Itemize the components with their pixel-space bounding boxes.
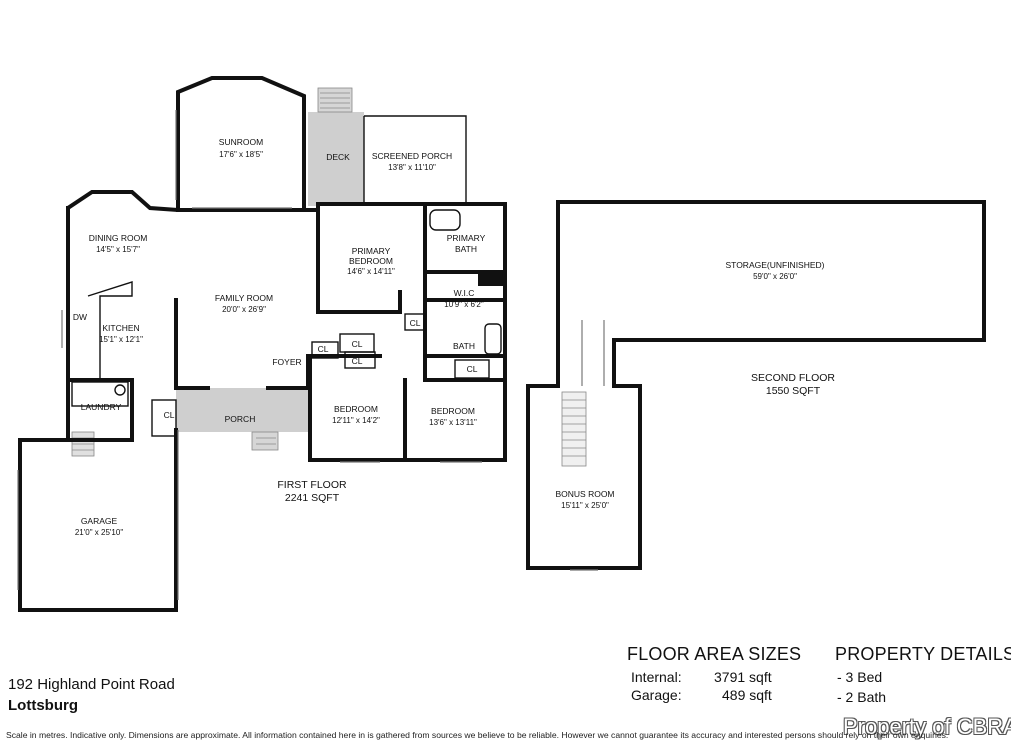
closet-label-hall-1: CL bbox=[352, 339, 363, 349]
internal-area-label: Internal: bbox=[631, 669, 682, 685]
dishwasher-label: DW bbox=[73, 312, 87, 322]
garage-area-label: Garage: bbox=[631, 687, 682, 703]
garage-area-value: 489 sqft bbox=[722, 687, 772, 703]
screened-porch-label: SCREENED PORCH bbox=[372, 151, 452, 161]
foyer-label: FOYER bbox=[272, 357, 301, 367]
property-details-heading: PROPERTY DETAILS bbox=[835, 644, 1011, 664]
closet-label-entry: CL bbox=[164, 410, 175, 420]
primary-bedroom-label-1: PRIMARY bbox=[352, 246, 391, 256]
address-line-1: 192 Highland Point Road bbox=[8, 676, 175, 693]
closet-label-bedroom: CL bbox=[467, 364, 478, 374]
wic-label: W.I.C bbox=[454, 288, 475, 298]
dining-room-label: DINING ROOM bbox=[89, 233, 148, 243]
family-room-dims: 20'0" x 26'9" bbox=[222, 305, 266, 314]
bedroom-2-label: BEDROOM bbox=[334, 404, 378, 414]
wic-dims: 10'9" x 6'2" bbox=[444, 300, 484, 309]
family-room-label: FAMILY ROOM bbox=[215, 293, 273, 303]
deck-fill bbox=[308, 112, 364, 206]
closet-label-hall-3: CL bbox=[352, 356, 363, 366]
property-bed-count: - 3 Bed bbox=[837, 669, 883, 685]
bath-label: BATH bbox=[453, 341, 475, 351]
floor-area-heading: FLOOR AREA SIZES bbox=[627, 644, 802, 664]
second-floor-area: 1550 SQFT bbox=[766, 385, 821, 397]
kitchen-dims: 15'1" x 12'1" bbox=[99, 335, 143, 344]
primary-bedroom-dims: 14'6" x 14'11" bbox=[347, 267, 395, 276]
laundry-label: LAUNDRY bbox=[81, 402, 122, 412]
closet-label-wic: CL bbox=[410, 318, 421, 328]
room-labels: SUNROOM 17'6" x 18'5" DECK SCREENED PORC… bbox=[73, 137, 836, 537]
dining-room-dims: 14'5" x 15'7" bbox=[96, 245, 140, 254]
address-line-2: Lottsburg bbox=[8, 697, 78, 714]
second-floor-walls bbox=[526, 200, 986, 571]
bedroom-2-dims: 12'11" x 14'2" bbox=[332, 416, 380, 425]
watermark: Property of CBRA bbox=[843, 714, 1011, 739]
second-floor-label: SECOND FLOOR bbox=[751, 372, 835, 384]
property-bath-count: - 2 Bath bbox=[837, 689, 887, 705]
sunroom-label: SUNROOM bbox=[219, 137, 263, 147]
windows bbox=[17, 110, 482, 600]
closet-label-hall-2: CL bbox=[318, 344, 329, 354]
screened-porch-dims: 13'8" x 11'10" bbox=[388, 163, 436, 172]
bonus-room-dims: 15'11" x 25'0" bbox=[561, 501, 609, 510]
first-floor-walls bbox=[18, 76, 507, 612]
sunroom-dims: 17'6" x 18'5" bbox=[219, 150, 263, 159]
porch-label: PORCH bbox=[225, 414, 256, 424]
porch-fill bbox=[176, 388, 308, 432]
primary-bath-label-2: BATH bbox=[455, 244, 477, 254]
deck-label: DECK bbox=[326, 152, 350, 162]
outdoor-fills bbox=[176, 87, 364, 451]
porch-steps bbox=[251, 431, 279, 451]
bedroom-3-label: BEDROOM bbox=[431, 406, 475, 416]
kitchen-label: KITCHEN bbox=[102, 323, 139, 333]
disclaimer: Scale in metres. Indicative only. Dimens… bbox=[6, 730, 949, 740]
garage-dims: 21'0" x 25'10" bbox=[75, 528, 123, 537]
internal-area-value: 3791 sqft bbox=[714, 669, 772, 685]
first-floor-label: FIRST FLOOR bbox=[277, 479, 347, 491]
storage-label: STORAGE(UNFINISHED) bbox=[725, 260, 824, 270]
bedroom-3-dims: 13'6" x 13'11" bbox=[429, 418, 477, 427]
closet-block bbox=[478, 272, 505, 286]
primary-bedroom-label-2: BEDROOM bbox=[349, 256, 393, 266]
primary-bath-label-1: PRIMARY bbox=[447, 233, 486, 243]
bonus-room-label: BONUS ROOM bbox=[555, 489, 614, 499]
storage-dims: 59'0" x 26'0" bbox=[753, 272, 797, 281]
first-floor-area: 2241 SQFT bbox=[285, 492, 340, 504]
garage-label: GARAGE bbox=[81, 516, 118, 526]
